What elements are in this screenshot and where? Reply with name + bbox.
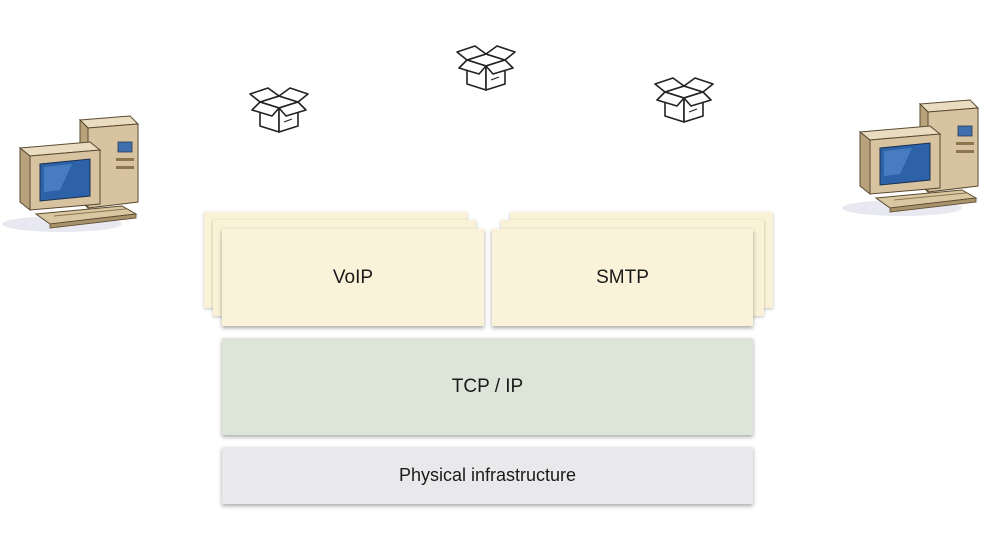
package-icon bbox=[249, 87, 309, 133]
package-icon bbox=[654, 77, 714, 123]
voip-layer: VoIP bbox=[222, 229, 484, 326]
tcp-ip-layer: TCP / IP bbox=[222, 338, 753, 435]
package-icon bbox=[456, 45, 516, 91]
voip-label: VoIP bbox=[332, 266, 374, 288]
physical-infrastructure-layer: Physical infrastructure bbox=[222, 447, 753, 504]
left-computer-icon bbox=[2, 115, 140, 232]
tcp-ip-label: TCP / IP bbox=[451, 375, 524, 397]
physical-infrastructure-label: Physical infrastructure bbox=[398, 465, 577, 485]
right-computer-icon bbox=[842, 99, 980, 216]
smtp-layer: SMTP bbox=[492, 229, 753, 326]
smtp-label: SMTP bbox=[596, 266, 649, 288]
